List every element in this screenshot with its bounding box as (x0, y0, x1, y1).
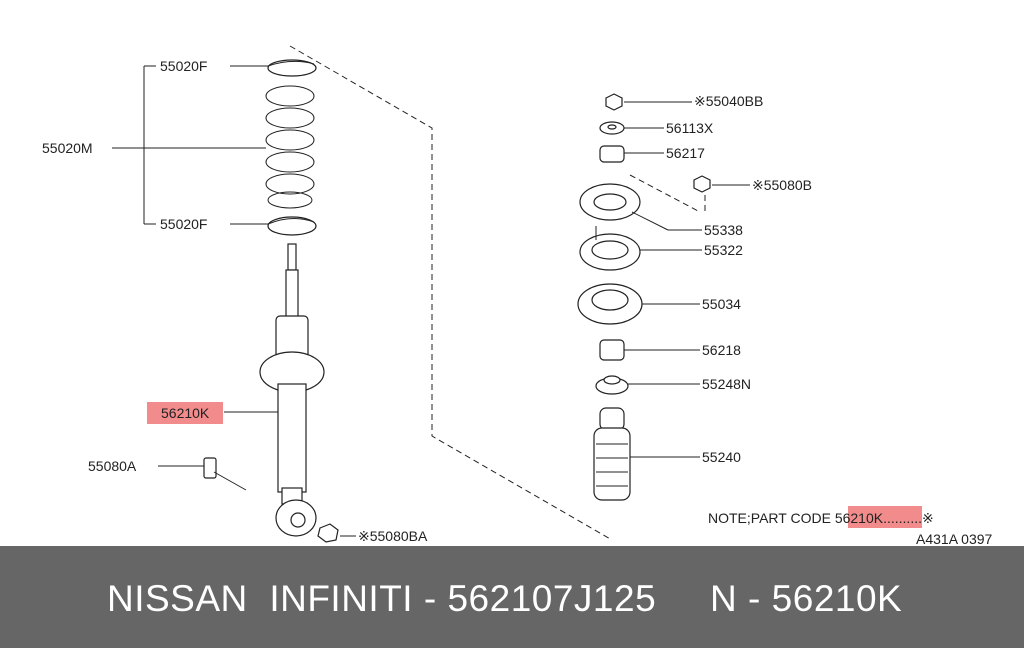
nut-mount-part (693, 175, 711, 193)
mount-part (579, 226, 641, 271)
coil-spring-part (265, 85, 315, 209)
bushing-upper-part (599, 145, 625, 163)
absorber-label-highlight (147, 402, 223, 424)
mount-cover-part (579, 183, 641, 221)
label-mount: 55322 (704, 242, 743, 258)
label-bolt: 55080A (88, 458, 137, 474)
exploded-parts-diagram: 55020F 55020M 55020F 56210K 55080A ※5508… (42, 45, 993, 546)
label-bushing-upper: 56217 (666, 145, 705, 161)
washer-part (599, 121, 625, 135)
label-spring: 55020M (42, 140, 93, 156)
footer-bar (0, 546, 1024, 648)
note-code: 56210K (835, 510, 884, 526)
nut-top-part (605, 93, 623, 111)
note-prefix: NOTE;PART CODE (708, 510, 835, 526)
label-insulator: 55034 (702, 296, 741, 312)
label-nut-bottom: ※55080BA (358, 528, 428, 544)
shock-absorber-part (259, 243, 325, 537)
bolt-part (203, 457, 247, 491)
insulator-part (577, 283, 643, 325)
bushing-lower-part (599, 339, 625, 361)
bound-bumper-part (593, 407, 631, 501)
note-suffix: ..........※ (883, 510, 934, 526)
diagram-code: A431A 0397 (916, 531, 993, 546)
footer-text: NISSAN INFINITI - 562107J125 N - 56210K (107, 578, 903, 619)
note-code-highlight (848, 506, 922, 528)
spring-seat-bottom-part (267, 216, 317, 236)
spring-seat-top-part (267, 59, 317, 77)
label-nut-mount: ※55080B (752, 177, 812, 193)
nut-bottom-part (317, 523, 339, 543)
label-bound-bumper-cap: 55248N (702, 376, 751, 392)
label-bushing-lower: 56218 (702, 342, 741, 358)
label-nut-top: ※55040BB (694, 93, 763, 109)
label-bound-bumper: 55240 (702, 449, 741, 465)
label-mount-cover: 55338 (704, 222, 743, 238)
label-washer: 56113X (666, 120, 714, 136)
bound-bumper-cap-part (595, 375, 629, 395)
part-code-note: NOTE;PART CODE 56210K..........※ (708, 510, 934, 526)
label-spring-seat-bottom: 55020F (160, 216, 207, 232)
leader-lines (112, 65, 750, 537)
label-spring-seat-top: 55020F (160, 58, 207, 74)
label-absorber: 56210K (161, 405, 210, 421)
dashed-outline (289, 45, 706, 541)
